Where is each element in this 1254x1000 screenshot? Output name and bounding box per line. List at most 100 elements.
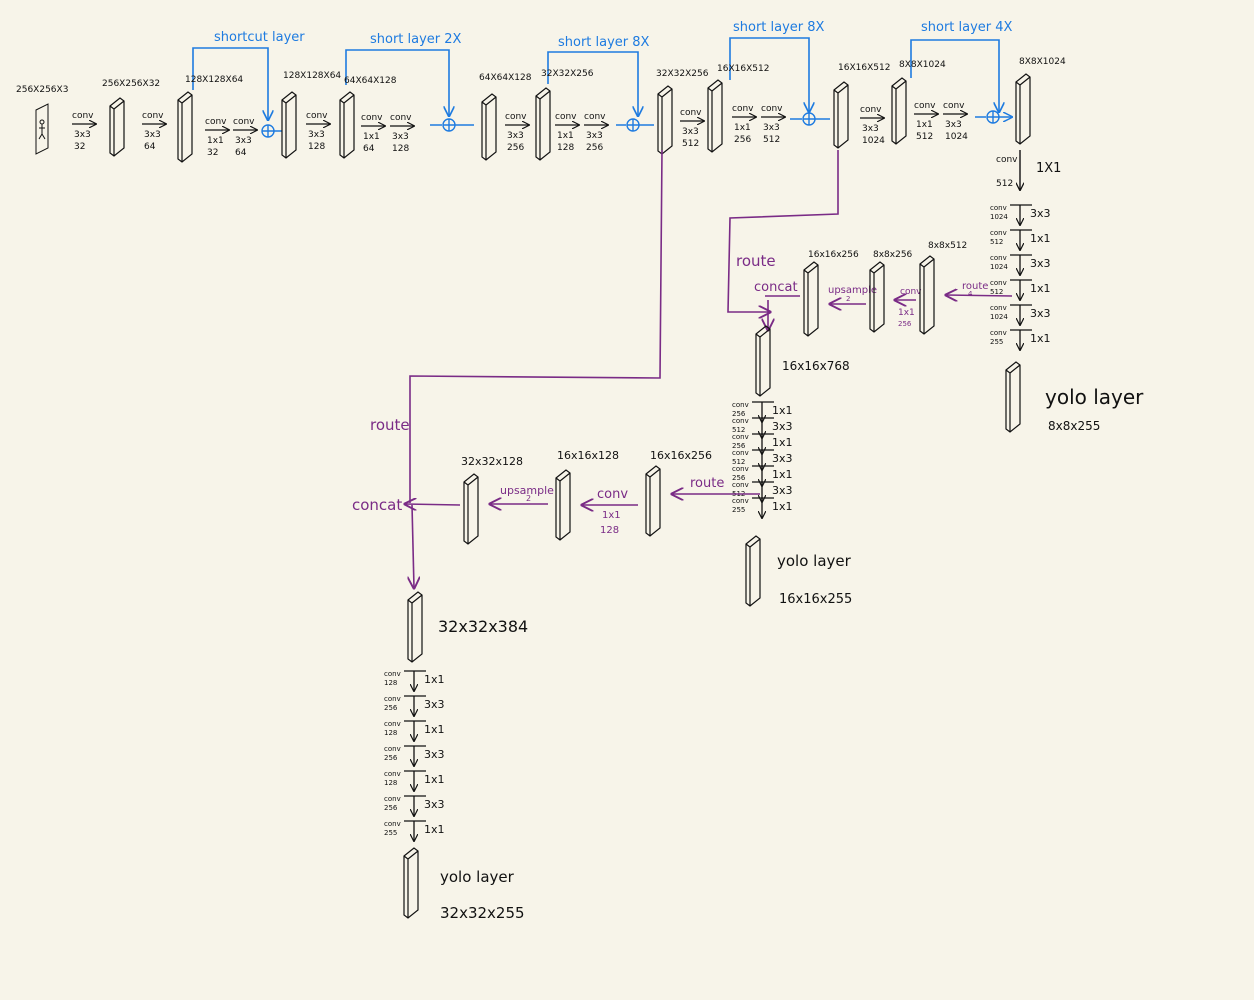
stack-op-kernel: 3x3: [772, 452, 793, 465]
stack-op-filters: 128: [384, 779, 397, 787]
conv-op-name: conv: [555, 112, 577, 122]
conv-op-filters: 128: [392, 144, 409, 154]
b16-upsample-n: 2: [846, 295, 850, 303]
b8-block-512: [919, 255, 935, 335]
stack-op-filters: 256: [732, 442, 746, 450]
stack-op-filters: 512: [732, 458, 745, 466]
b8-yolo-dim: 8x8x255: [1048, 419, 1100, 433]
stack-op-kernel: 3x3: [424, 748, 445, 761]
conv-op-name: conv: [860, 105, 882, 115]
shortcut-loop-5: [910, 39, 999, 112]
conv-op-name: conv: [505, 112, 527, 122]
b16-block-768: [755, 325, 771, 397]
b16-block-256: [645, 465, 661, 537]
conv-op-kernel: 3x3: [945, 120, 962, 130]
b16-upsample2-label: upsample: [500, 484, 554, 497]
stack-op-kernel: 3x3: [772, 420, 793, 433]
stack-op-kernel: 3x3: [772, 484, 793, 497]
dim-256-32: 256X256X32: [102, 79, 160, 89]
conv-op-filters: 64: [235, 148, 247, 158]
b16-conv-up-name: conv: [597, 487, 628, 502]
feature-block-9: [833, 81, 849, 149]
conv-op-kernel: 3x3: [586, 131, 603, 141]
feature-block-8: [707, 79, 723, 153]
stack-op-filters: 255: [384, 829, 397, 837]
conv-op-kernel: 3x3: [235, 136, 252, 146]
conv-op-name: conv: [914, 101, 936, 111]
b16-conv-up-n: 128: [600, 525, 619, 536]
stack-op-kernel: 1x1: [424, 673, 445, 686]
stack-op-name: conv: [990, 304, 1007, 312]
stack-op-kernel: 1x1: [1030, 332, 1051, 345]
b8-yolo-block: [1005, 361, 1021, 433]
stack-op-kernel: 1x1: [772, 436, 793, 449]
conv-op-filters: 32: [207, 148, 218, 158]
stack-op-filters: 255: [990, 338, 1003, 346]
b32-block-128: [463, 473, 479, 545]
stack-op-name: conv: [732, 433, 749, 441]
conv-op-name: conv: [306, 111, 328, 121]
b8-conv-up-name: conv: [900, 287, 922, 297]
b8-block-256: [869, 261, 885, 333]
b32-block-384: [407, 591, 423, 663]
b16-block-up: [803, 261, 819, 337]
b16-dim-c: 32x32x128: [461, 455, 523, 468]
stack-op-kernel: 1x1: [424, 773, 445, 786]
stack-op-name: conv: [384, 820, 401, 828]
stack-op-filters: 128: [384, 729, 397, 737]
conv-op-kernel: 1x1: [207, 136, 224, 146]
dim-128-64-b: 128X128X64: [283, 71, 341, 81]
stack-op-filters: 512: [990, 288, 1003, 296]
stack-op-kernel: 1x1: [1030, 232, 1051, 245]
feature-block-3: [281, 91, 297, 159]
stack-op-name: conv: [732, 449, 749, 457]
b16-upsample-label: upsample: [828, 285, 877, 296]
conv-op-kernel: 3x3: [392, 132, 409, 142]
conv-op-kernel: 3x3: [74, 130, 91, 140]
stack-op-kernel: 3x3: [424, 798, 445, 811]
conv-op-name: conv: [72, 111, 94, 121]
b16-concat-label: concat: [754, 280, 798, 295]
stack-op-filters: 1024: [990, 313, 1008, 321]
stack-op-name: conv: [732, 465, 749, 473]
feature-block-5: [481, 93, 497, 161]
b16-conv-up-k: 1x1: [602, 510, 621, 521]
b32-concat-dim: 32x32x384: [438, 617, 528, 636]
shortcut-label-5: short layer 4X: [921, 20, 1013, 35]
stack-op-filters: 256: [732, 474, 746, 482]
backbone: 256X256X3 256X256X32 128X128X64 128X128X…: [16, 57, 1066, 163]
top-conv-ops: conv3x332conv3x364conv1x132conv3x364conv…: [72, 101, 968, 158]
feature-block-6: [535, 87, 551, 161]
stack-op-kernel: 1x1: [772, 468, 793, 481]
dim-input: 256X256X3: [16, 85, 68, 95]
b16-concat-dim: 16x16x768: [782, 359, 850, 373]
conv-op-name: conv: [761, 104, 783, 114]
conv-op-name: conv: [732, 104, 754, 114]
stack-op-filters: 256: [384, 704, 398, 712]
conv-op-filters: 256: [734, 135, 751, 145]
conv-op-name: conv: [680, 108, 702, 118]
shortcut-loop-1: [192, 47, 268, 120]
stack-op-filters: 512: [990, 238, 1003, 246]
conv-op-filters: 32: [74, 142, 85, 152]
stack-op-name: conv: [384, 720, 401, 728]
conv-op-name: conv: [233, 117, 255, 127]
conv-op-filters: 1024: [862, 136, 885, 146]
stack-op-name: conv: [732, 417, 749, 425]
shortcut-label-1: shortcut layer: [214, 30, 305, 45]
